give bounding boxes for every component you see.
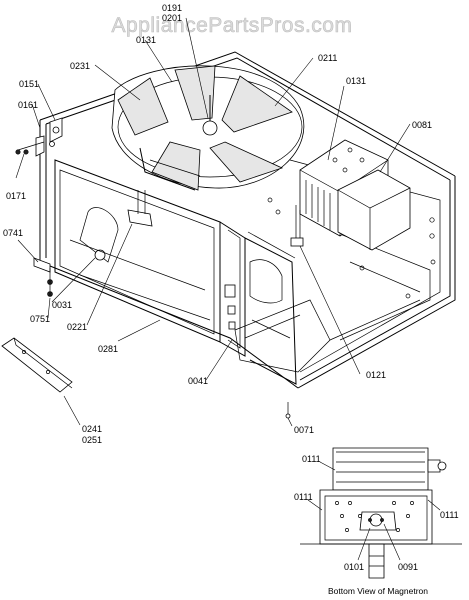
callout-0241: 0241 [82, 424, 102, 434]
callout-0081: 0081 [412, 120, 432, 130]
blower-fan [111, 65, 305, 191]
watermark: AppliancePartsPros.com [112, 14, 353, 37]
callout-0281: 0281 [98, 344, 118, 354]
callout-0161: 0161 [18, 100, 38, 110]
callout-0071: 0071 [294, 425, 314, 435]
callout-0131-fan: 0131 [136, 35, 156, 45]
magnetron-bottom-view-inset: 0111 0111 0111 0101 0091 Bottom View of … [294, 447, 462, 596]
magnetron [290, 139, 411, 251]
callout-0751: 0751 [30, 314, 50, 324]
callout-0211: 0211 [318, 53, 337, 63]
callout-0221: 0221 [67, 322, 87, 332]
cabinet-outer-shell [39, 51, 456, 389]
callout-0151: 0151 [19, 79, 39, 89]
callout-0101: 0101 [344, 562, 364, 572]
callout-0111-right: 0111 [440, 510, 459, 520]
callout-0191: 0191 [162, 3, 182, 13]
callout-0231: 0231 [70, 61, 90, 71]
callout-labels: 0191 0201 0131 0231 0211 0131 0151 0161 … [3, 3, 432, 445]
front-panel [54, 159, 297, 385]
callout-0171: 0171 [6, 191, 26, 201]
callout-0201: 0201 [162, 13, 182, 23]
callout-0041: 0041 [188, 376, 208, 386]
callout-0031: 0031 [52, 300, 72, 310]
callout-leaders [15, 17, 411, 427]
cavity-internals [69, 190, 421, 373]
loose-bracket [1, 337, 73, 393]
callout-0121: 0121 [366, 370, 386, 380]
callout-0251: 0251 [82, 435, 102, 445]
callout-0091: 0091 [398, 562, 418, 572]
callout-0111-top: 0111 [302, 454, 321, 464]
callout-0131-magnetron: 0131 [346, 76, 366, 86]
inset-caption: Bottom View of Magnetron [328, 586, 428, 596]
left-bracket-parts [15, 117, 291, 419]
callout-0111-left: 0111 [294, 492, 313, 502]
callout-0741: 0741 [3, 228, 23, 238]
